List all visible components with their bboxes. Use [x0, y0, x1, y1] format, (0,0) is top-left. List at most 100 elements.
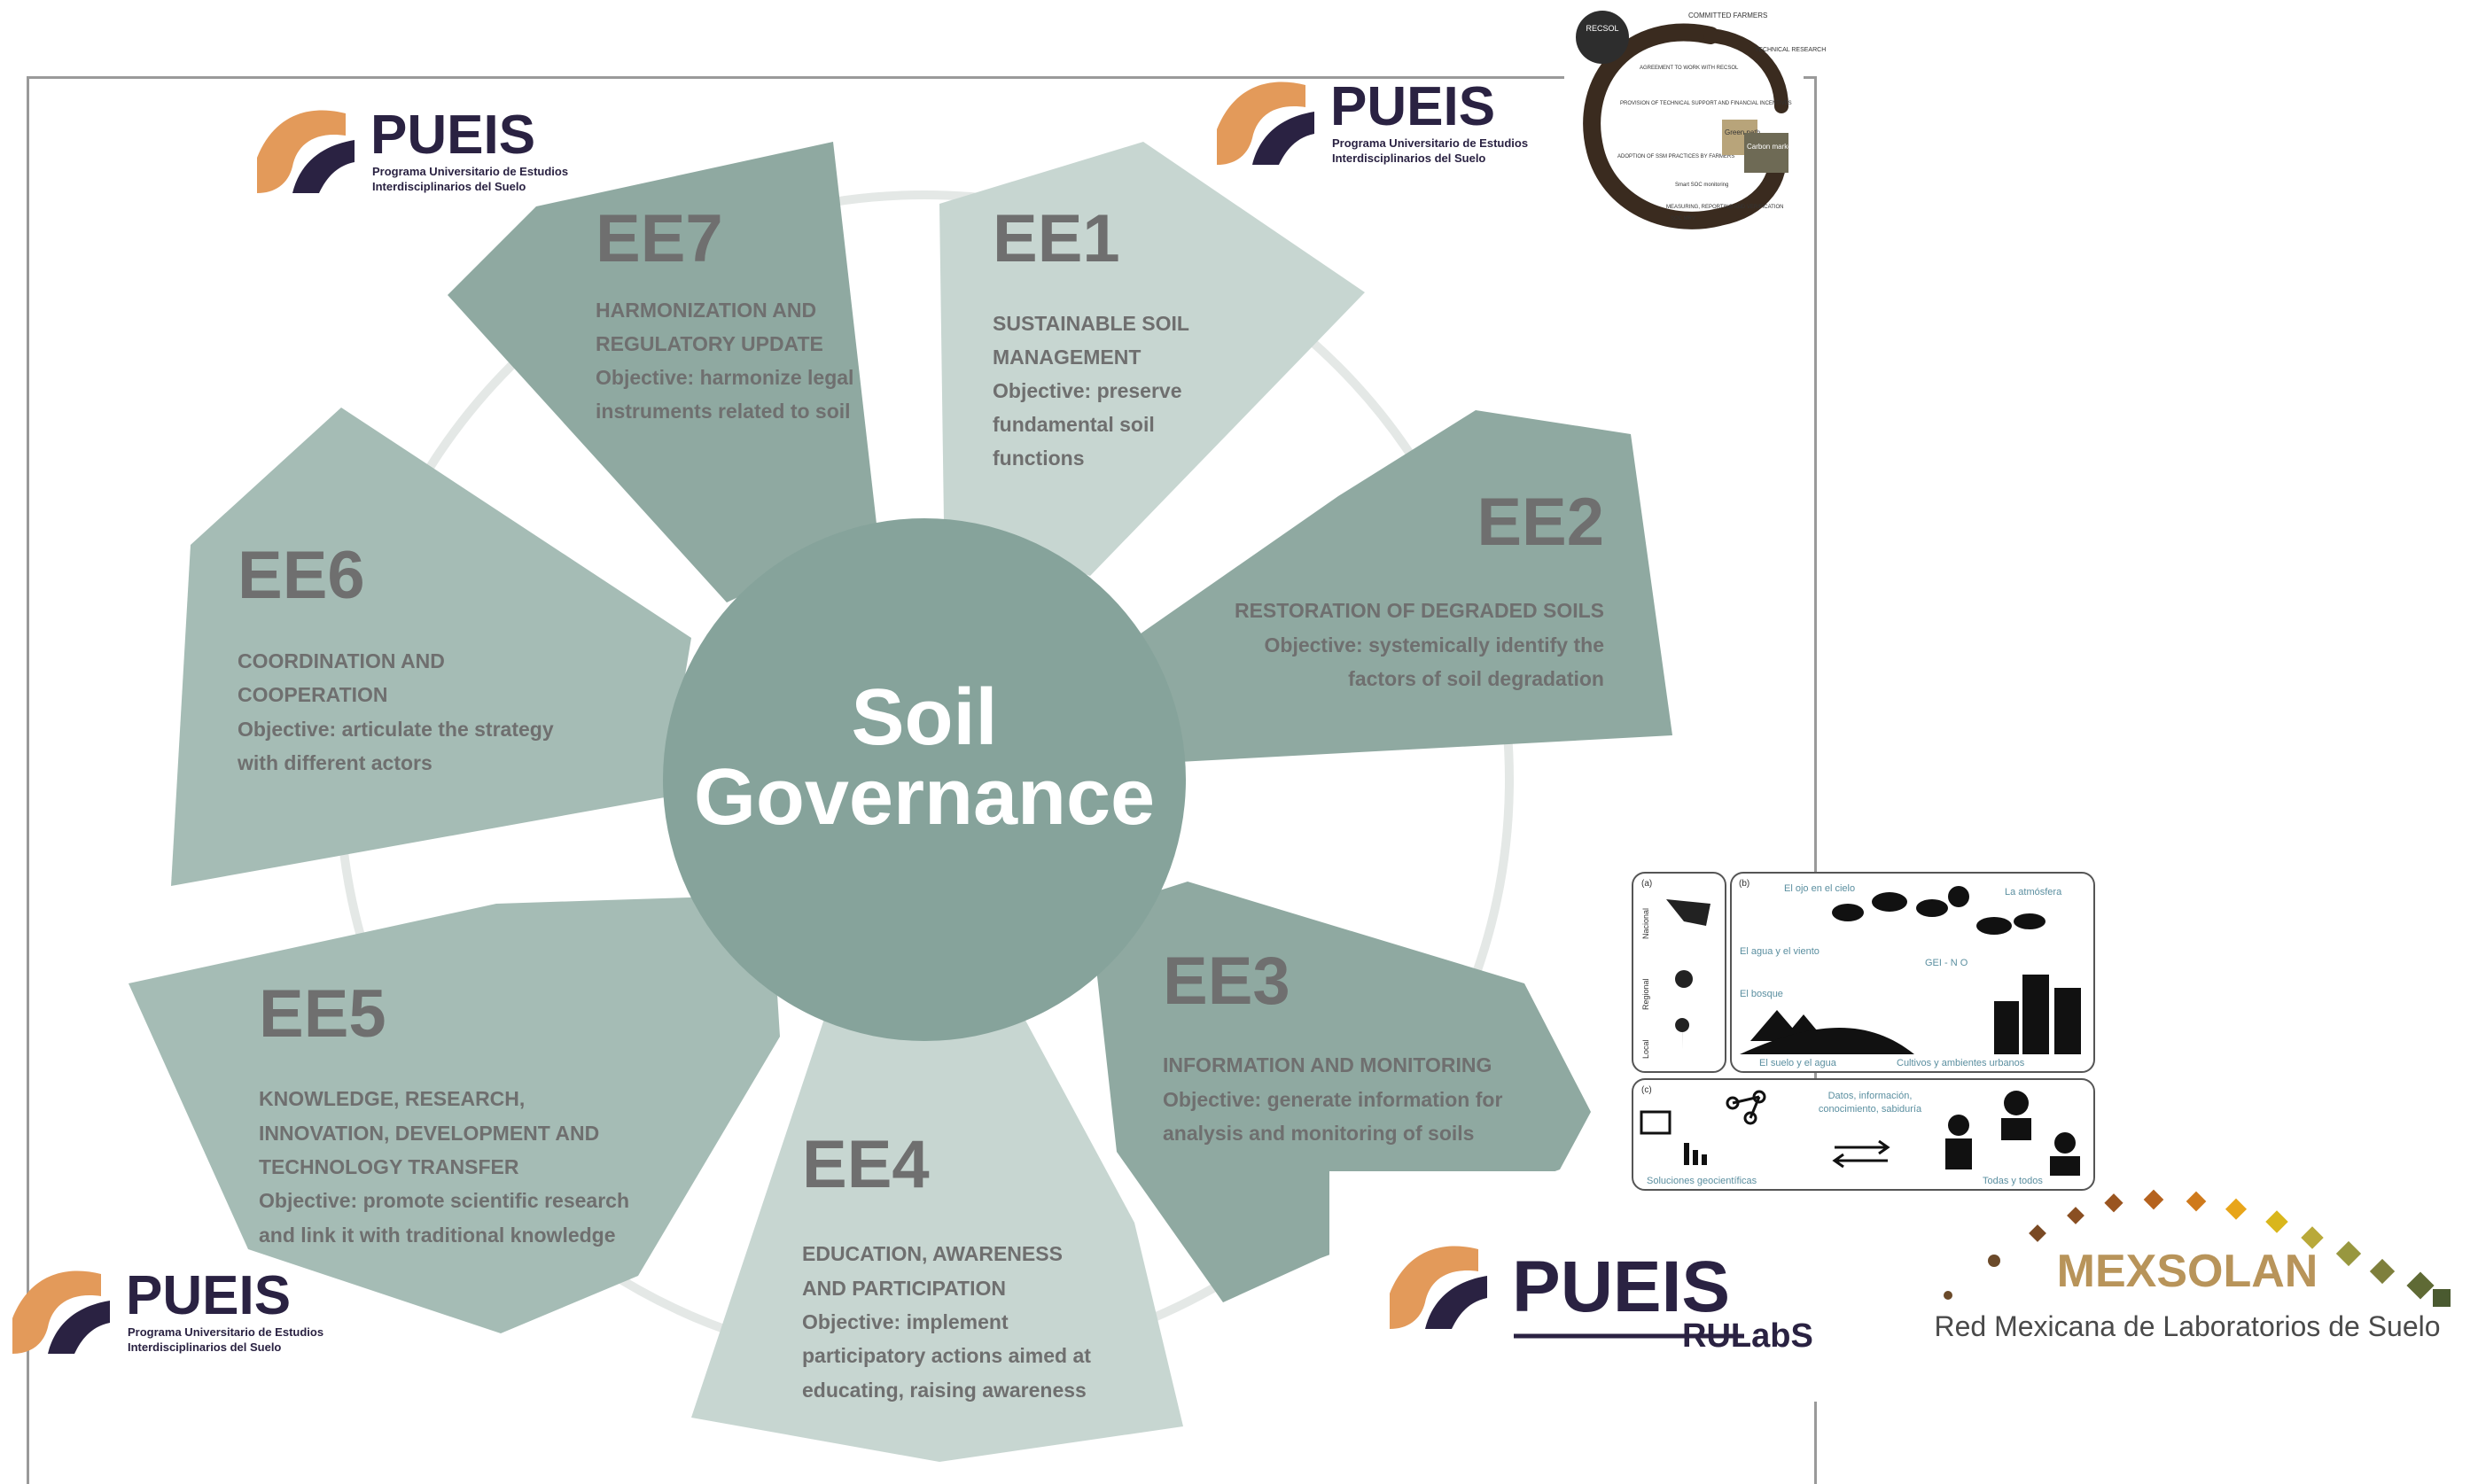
pueis-logo-name: PUEIS [126, 1265, 291, 1326]
ee7-title-line2: REGULATORY UPDATE [596, 332, 823, 355]
people-icons [1945, 1091, 2080, 1176]
ee6-objective-line1: Objective: articulate the strategy [238, 718, 554, 741]
ee1-title-line1: SUSTAINABLE SOIL [993, 312, 1189, 335]
recsol-cycle-graphic: RECSOL COMMITTED FARMERS TECHNICAL RESEA… [1564, 0, 1826, 235]
label-suelo-agua: El suelo y el agua [1759, 1058, 1837, 1068]
panel-c [1632, 1078, 2095, 1191]
map-mexico-icon [1666, 899, 1710, 926]
ee4-objective-line3: educating, raising awareness [802, 1379, 1087, 1402]
ee2-objective-line1: Objective: systemically identify the [1265, 633, 1604, 657]
label-soluciones: Soluciones geocientíficas [1647, 1176, 1757, 1186]
sun-icon [1948, 886, 1969, 907]
pueis-logo-name: PUEIS [370, 105, 535, 166]
label-gei: GEI - N O [1925, 958, 1968, 968]
ee5-objective-line1: Objective: promote scientific research [259, 1189, 629, 1212]
location-pin-icon [1675, 1018, 1690, 1050]
rulabs-pueis-name: PUEIS [1512, 1247, 1730, 1327]
ee7-objective-line1: Objective: harmonize legal [596, 366, 853, 389]
label-bosque: El bosque [1740, 989, 1783, 999]
ee2-title-line1: RESTORATION OF DEGRADED SOILS [1235, 599, 1604, 622]
scale-local: Local [1641, 1039, 1650, 1059]
pueis-logo-bottom-left: PUEIS Programa Universitario de Estudios… [12, 1265, 323, 1354]
recsol-badge [1576, 11, 1629, 64]
carbon-path-box [1744, 133, 1788, 173]
pueis-logo-sub1: Programa Universitario de Estudios [128, 1325, 323, 1339]
petal-ee4 [691, 992, 1183, 1462]
ee6-title-line1: COORDINATION AND [238, 649, 445, 672]
ee3-objective-line2: analysis and monitoring of soils [1163, 1122, 1474, 1145]
panel-c-label: (c) [1641, 1085, 1652, 1095]
cycle-smart: Smart SOC monitoring [1675, 183, 1728, 188]
ee7-objective-line2: instruments related to soil [596, 400, 851, 423]
petal-ee7 [448, 142, 877, 602]
ee7-title-line1: HARMONIZATION AND [596, 299, 816, 322]
center-title-line1: Soil [851, 673, 997, 762]
pueis-logo-sub1: Programa Universitario de Estudios [1332, 136, 1528, 150]
pueis-mark-icon [1217, 82, 1305, 165]
ee1-objective-line3: functions [993, 447, 1085, 470]
scale-regional: Regional [1641, 978, 1650, 1010]
ee5-title-line2: INNOVATION, DEVELOPMENT AND [259, 1122, 599, 1145]
label-cultivos: Cultivos y ambientes urbanos [1897, 1058, 2025, 1068]
pueis-logo-sub2: Interdisciplinarios del Suelo [1332, 152, 1485, 165]
diagram-frame [27, 76, 1817, 1484]
rulabs-label: RULabS [1682, 1317, 1813, 1355]
pueis-logo-name: PUEIS [1330, 76, 1495, 137]
recsol-label: RECSOL [1586, 24, 1618, 33]
label-atmosfera: La atmósfera [2005, 887, 2062, 897]
ee6-code: EE6 [238, 538, 365, 613]
ee4-title-line2: AND PARTICIPATION [802, 1277, 1006, 1300]
network-icon [1726, 1090, 1766, 1125]
ee2-objective-line2: factors of soil degradation [1348, 667, 1604, 690]
ee3-objective-line1: Objective: generate information for [1163, 1088, 1502, 1111]
cloud-icons [1832, 892, 2046, 935]
cycle-soc: SOC MRV [1671, 216, 1695, 221]
ee1-objective-line2: fundamental soil [993, 413, 1155, 436]
center-circle [663, 518, 1186, 1041]
hill-icon [1740, 1028, 1914, 1054]
computer-icon [1640, 1110, 1671, 1135]
ee5-title-line1: KNOWLEDGE, RESEARCH, [259, 1087, 525, 1110]
bar-chart-icon [1684, 1143, 1707, 1165]
cycle-committed: COMMITTED FARMERS [1688, 12, 1767, 19]
pueis-rulabs-logo: PUEIS RULabS [1390, 1246, 1813, 1355]
cycle-adoption: ADOPTION OF SSM PRACTICES BY FARMERS [1617, 154, 1734, 159]
petal-ee1 [939, 142, 1365, 576]
pueis-logo-sub1: Programa Universitario de Estudios [372, 165, 568, 178]
exchange-arrows-icon [1832, 1139, 1890, 1169]
cycle-green: Green path [1725, 128, 1760, 136]
mexsolan-logo: MEXSOLAN Red Mexicana de Laboratorios de… [1934, 1189, 2451, 1342]
label-agua-viento: El agua y el viento [1740, 946, 1820, 957]
cycle-measuring: MEASURING, REPORTING AND VERIFICATION [1666, 205, 1783, 210]
scale-nacional: Nacional [1641, 908, 1650, 939]
panel-a-label: (a) [1641, 879, 1652, 889]
petal-ee2 [1134, 410, 1672, 762]
ee5-title-line3: TECHNOLOGY TRANSFER [259, 1155, 519, 1178]
pueis-logo-top-left: PUEIS Programa Universitario de Estudios… [257, 105, 568, 193]
ee4-objective-line2: participatory actions aimed at [802, 1344, 1091, 1367]
label-conocimiento: conocimiento, sabiduría [1819, 1104, 1922, 1115]
ee3-code: EE3 [1163, 944, 1290, 1019]
ee4-code: EE4 [802, 1127, 930, 1202]
ee5-code: EE5 [259, 976, 386, 1052]
pueis-logo-sub2: Interdisciplinarios del Suelo [372, 180, 526, 193]
mexsolan-name: MEXSOLAN [2057, 1246, 2318, 1297]
cycle-provision: PROVISION OF TECHNICAL SUPPORT AND FINAN… [1620, 101, 1792, 106]
ee1-objective-line1: Objective: preserve [993, 379, 1182, 402]
label-todas: Todas y todos [1983, 1176, 2043, 1186]
pueis-mark-icon [257, 110, 346, 193]
cycle-path [1583, 23, 1787, 229]
geoscience-panels: (a) Nacional Regional Local (b) El ojo e… [1632, 872, 2095, 1191]
city-icon [1994, 975, 2081, 1054]
ee7-code: EE7 [596, 201, 723, 276]
mexsolan-subtitle: Red Mexicana de Laboratorios de Suelo [1934, 1310, 2440, 1342]
ee4-objective-line1: Objective: implement [802, 1310, 1009, 1333]
region-icon [1675, 970, 1693, 988]
ee3-title-line1: INFORMATION AND MONITORING [1163, 1053, 1492, 1076]
petal-ee5 [129, 895, 780, 1333]
label-datos: Datos, información, [1828, 1091, 1913, 1101]
cycle-agreement: AGREEMENT TO WORK WITH RECSOL [1640, 66, 1739, 71]
ee2-code: EE2 [1477, 485, 1604, 560]
ee6-objective-line2: with different actors [237, 751, 432, 774]
